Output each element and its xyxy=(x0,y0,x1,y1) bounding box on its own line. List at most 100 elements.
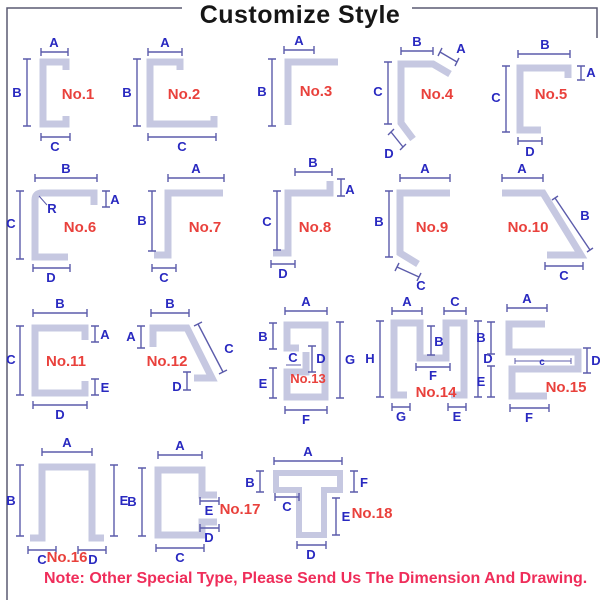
dim-line-b xyxy=(517,50,571,58)
dim-label: B xyxy=(122,85,131,100)
dim-line-d xyxy=(387,128,407,151)
dim-line-a xyxy=(167,174,225,182)
dim-label: B xyxy=(165,296,174,311)
figure-no8: B A C D No.8 xyxy=(262,155,355,281)
footer-note: Note: Other Special Type, Please Send Us… xyxy=(44,570,588,587)
dim-line-a xyxy=(437,47,460,67)
dim-line-e xyxy=(487,365,495,398)
dim-label: D xyxy=(46,270,55,285)
frame-border xyxy=(6,7,598,600)
figure-no14: A C H B D F G E No.14 xyxy=(365,294,492,424)
figure-label: No.8 xyxy=(299,219,332,236)
dim-line-c xyxy=(273,190,281,251)
dim-line-g xyxy=(336,321,344,399)
figure-no15: A B c D E F No.15 xyxy=(476,291,600,425)
dim-line-a xyxy=(137,325,145,349)
dim-label: C xyxy=(50,139,60,154)
dim-label: H xyxy=(365,351,374,366)
figure-no10: A B C No.10 xyxy=(501,161,594,283)
dim-line-c xyxy=(443,307,467,315)
dim-line-d xyxy=(474,320,482,398)
dim-line-d xyxy=(517,137,543,145)
figure-no5: B A C D No.5 xyxy=(491,37,596,159)
dim-line-c xyxy=(544,262,584,270)
dim-label: E xyxy=(120,493,129,508)
profile-shape xyxy=(502,189,588,259)
dim-line-d xyxy=(77,546,107,554)
dim-label: A xyxy=(420,161,430,176)
dim-label: E xyxy=(259,376,268,391)
dim-line-a xyxy=(337,178,345,197)
dim-line-d xyxy=(183,371,191,391)
profile-shape xyxy=(283,321,329,401)
dim-label: C xyxy=(6,216,16,231)
dim-line-b xyxy=(427,325,435,356)
dim-label: D xyxy=(172,379,181,394)
dim-line-e xyxy=(332,497,340,536)
dim-line-c xyxy=(502,65,510,133)
dim-label: B xyxy=(258,329,267,344)
dim-label: C xyxy=(450,294,460,309)
dim-label: A xyxy=(517,161,527,176)
dim-line-c xyxy=(155,544,205,552)
figure-no6: B A R C D No.6 xyxy=(6,161,120,285)
dim-line-c xyxy=(193,321,228,375)
dim-line-f xyxy=(284,406,328,414)
dim-line-g xyxy=(391,403,411,411)
dim-label: A xyxy=(456,41,466,56)
dim-label: B xyxy=(55,296,64,311)
dim-line-a xyxy=(273,457,343,465)
profile-shape xyxy=(39,58,70,128)
dim-label: F xyxy=(525,410,533,425)
figure-no11: B A C E D No.11 xyxy=(6,296,110,422)
dim-line-d xyxy=(583,347,591,374)
dim-label: D xyxy=(306,547,315,562)
dim-label: B xyxy=(6,493,15,508)
dim-line-a xyxy=(102,190,110,208)
dim-label: B xyxy=(127,494,136,509)
profile-shape xyxy=(31,324,89,397)
dim-line-b xyxy=(256,470,264,493)
dim-line-a xyxy=(283,46,315,54)
dim-label: B xyxy=(12,85,21,100)
dim-label: C xyxy=(177,139,187,154)
figure-no17: A B E D C No.17 xyxy=(127,438,260,565)
dim-label: G xyxy=(396,409,406,424)
dim-label: D xyxy=(278,266,287,281)
dim-line-f xyxy=(509,404,550,412)
dim-label: C xyxy=(262,214,272,229)
dim-label: D xyxy=(483,351,492,366)
profile-shape xyxy=(154,466,217,539)
dim-line-c-small xyxy=(514,358,572,364)
dim-label: C xyxy=(37,552,47,567)
dim-label: B xyxy=(61,161,70,176)
figure-label: No.7 xyxy=(189,219,222,236)
figure-no18: A B F C E D No.18 xyxy=(245,444,392,562)
figure-label: No.11 xyxy=(46,353,86,370)
dim-line-c xyxy=(151,264,177,272)
dim-line-c xyxy=(147,133,217,141)
figure-label: No.6 xyxy=(64,219,97,236)
dim-line-d xyxy=(32,401,88,409)
dim-label: A xyxy=(49,35,59,50)
dim-line-e xyxy=(199,497,220,505)
dim-line-e xyxy=(269,367,277,399)
dim-line-f xyxy=(350,470,358,493)
dim-line-a xyxy=(577,65,585,81)
dim-label: A xyxy=(303,444,313,459)
dim-label: D xyxy=(384,146,393,161)
figure-no12: B A C D No.12 xyxy=(126,296,234,394)
figure-label: No.9 xyxy=(416,219,449,236)
figure-label: No.5 xyxy=(535,86,568,103)
dim-label: D xyxy=(55,407,64,422)
dim-label: D xyxy=(591,353,600,368)
dim-line-a xyxy=(41,448,93,456)
profile-shape xyxy=(284,58,338,125)
dim-label: C xyxy=(288,350,298,365)
dim-line-a xyxy=(506,304,548,312)
dim-label: A xyxy=(345,182,355,197)
dim-label: B xyxy=(257,84,266,99)
figure-no9: A B C No.9 xyxy=(374,161,451,293)
